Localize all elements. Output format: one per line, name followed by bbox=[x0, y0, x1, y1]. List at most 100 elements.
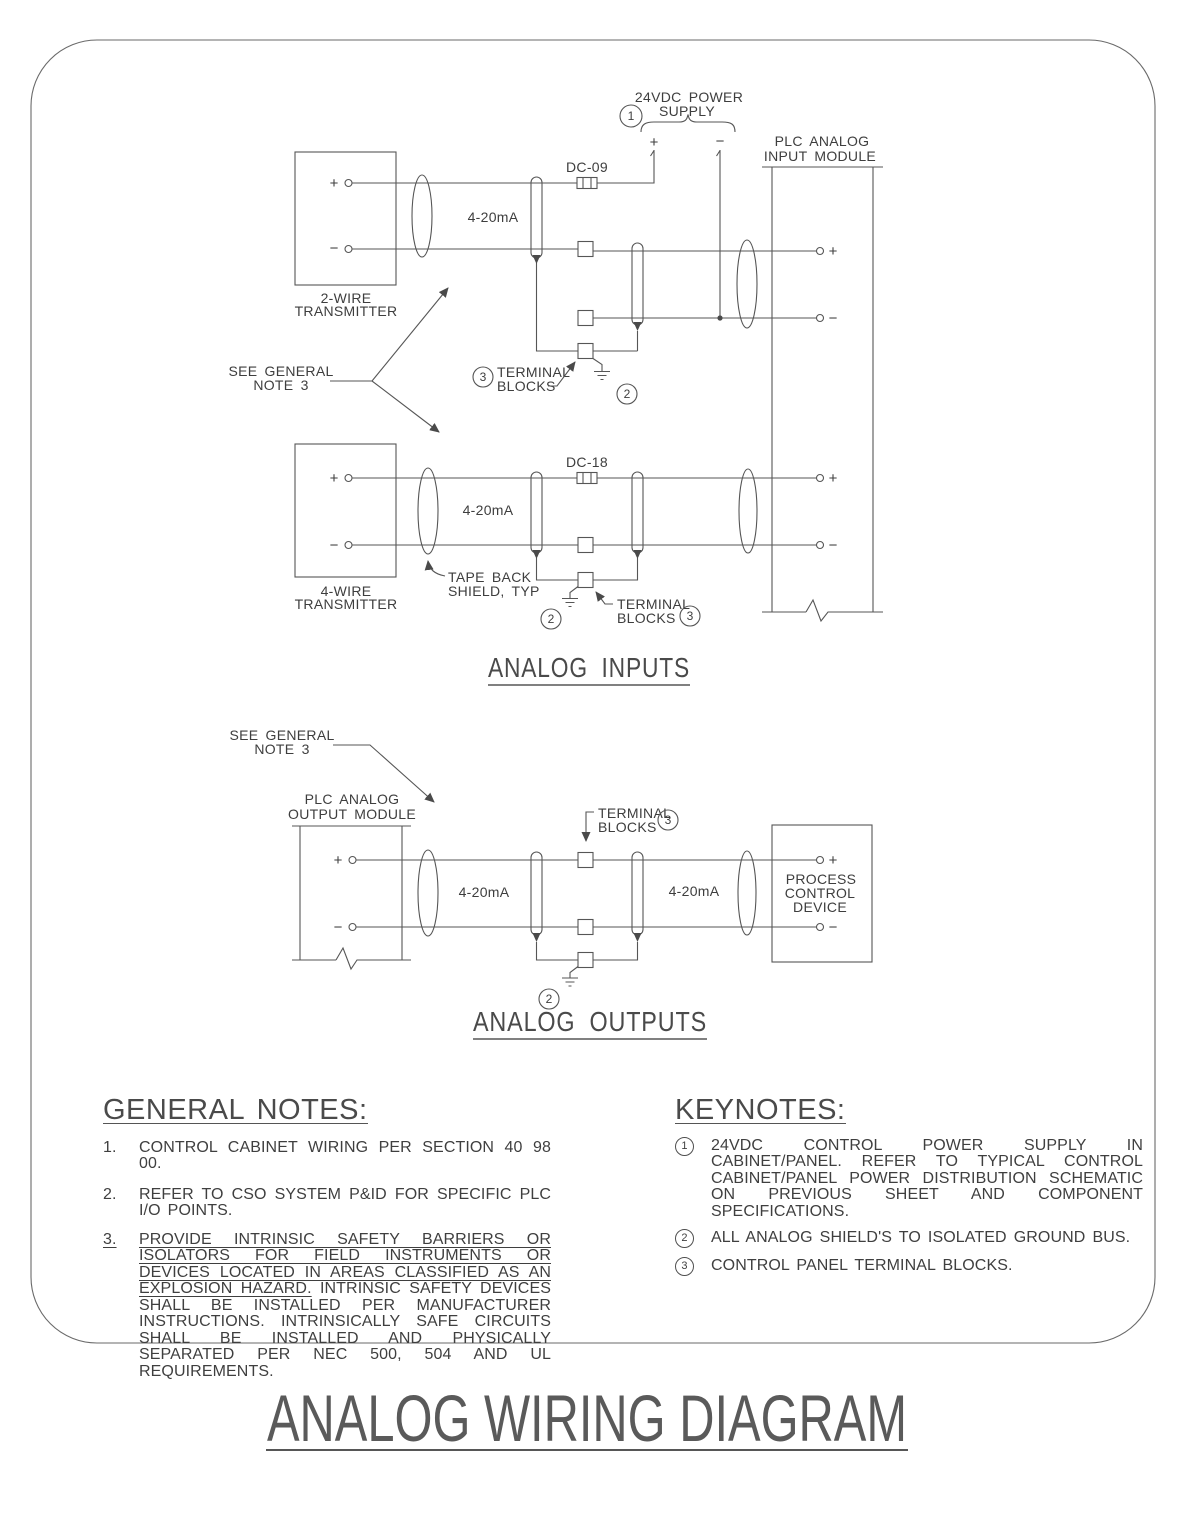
keynote-3-number: 3 bbox=[480, 370, 487, 384]
terminal-blocks-label-1: TERMINAL bbox=[598, 805, 671, 821]
drawing-title: ANALOG WIRING DIAGRAM bbox=[266, 1381, 908, 1455]
keynote-3-bubble: 3 bbox=[675, 1257, 694, 1276]
keynote-text: ALL ANALOG SHIELD'S TO ISOLATED GROUND B… bbox=[711, 1229, 1131, 1246]
cable-shield bbox=[417, 849, 757, 942]
signal-4-20ma: 4-20mA bbox=[459, 884, 510, 900]
keynote-1-bubble: 1 bbox=[675, 1136, 694, 1156]
cable-shield bbox=[411, 174, 758, 331]
keynote-3-number: 3 bbox=[687, 609, 694, 623]
analog-outputs-title: ANALOG OUTPUTS bbox=[473, 1006, 707, 1040]
leader-line bbox=[371, 287, 449, 382]
input2-wires bbox=[352, 477, 817, 581]
general-notes-heading-text: GENERAL NOTES: bbox=[103, 1094, 368, 1126]
terminal-blocks-label-1: TERMINAL bbox=[497, 364, 570, 380]
minus-sign: − bbox=[334, 919, 343, 936]
cable-shield bbox=[417, 467, 758, 559]
note-text: CONTROL CABINET WIRING PER SECTION 40 98… bbox=[139, 1138, 551, 1172]
leader-line bbox=[595, 591, 613, 605]
terminal-blocks-callout-input1: 3 TERMINAL BLOCKS 2 bbox=[472, 361, 638, 405]
plc-output-module-label-2: OUTPUT MODULE bbox=[288, 806, 416, 822]
keynote-text: 24VDC CONTROL POWER SUPPLY IN CABINET/PA… bbox=[711, 1136, 1143, 1220]
keynote-3-number: 3 bbox=[665, 813, 672, 827]
fuse-dc18: DC-18 bbox=[566, 454, 608, 485]
see-note-label-1: SEE GENERAL bbox=[228, 363, 333, 379]
plus-sign: + bbox=[829, 852, 838, 869]
four-wire-transmitter: + − 4-WIRE TRANSMITTER bbox=[294, 443, 397, 612]
power-supply-label-2: SUPPLY bbox=[659, 103, 715, 119]
keynote-3-bubble bbox=[679, 605, 701, 627]
keynote-2-bubble bbox=[616, 383, 638, 405]
terminal-point bbox=[344, 178, 353, 188]
general-note-item: 1. CONTROL CABINET WIRING PER SECTION 40… bbox=[103, 1138, 551, 1173]
note-text: REFER TO CSO SYSTEM P&ID FOR SPECIFIC PL… bbox=[139, 1185, 551, 1219]
analog-inputs-title-text: ANALOG INPUTS bbox=[488, 652, 690, 683]
minus-sign: − bbox=[829, 310, 838, 327]
terminal-point bbox=[815, 246, 825, 256]
note-number: 3. bbox=[103, 1230, 117, 1248]
terminal-point bbox=[815, 313, 825, 323]
note-text: PROVIDE INTRINSIC SAFETY BARRIERS OR ISO… bbox=[139, 1230, 552, 1381]
keynote-2-bubble bbox=[538, 988, 560, 1010]
see-general-note-callout-outputs: SEE GENERAL NOTE 3 bbox=[229, 727, 435, 803]
note-text-underlined: PROVIDE INTRINSIC SAFETY BARRIERS OR ISO… bbox=[139, 1230, 551, 1297]
plc-output-module-label-1: PLC ANALOG bbox=[305, 791, 400, 807]
terminal-point bbox=[815, 473, 825, 483]
leader-line bbox=[371, 380, 440, 433]
keynote-1-number: 1 bbox=[628, 109, 635, 123]
plc-analog-input-module: PLC ANALOG INPUT MODULE + − + − bbox=[762, 133, 883, 623]
see-general-note-callout-inputs: SEE GENERAL NOTE 3 bbox=[228, 287, 449, 433]
minus-sign: − bbox=[829, 919, 838, 936]
sheet-border bbox=[30, 39, 1156, 1344]
note-number: 2. bbox=[103, 1185, 117, 1203]
brace bbox=[640, 114, 736, 133]
analog-inputs-title: ANALOG INPUTS bbox=[488, 652, 690, 686]
plc-input-module-label-1: PLC ANALOG bbox=[775, 133, 870, 149]
leader-line bbox=[333, 744, 435, 803]
plc-analog-output-module: PLC ANALOG OUTPUT MODULE + − bbox=[288, 791, 416, 971]
process-device-label-1: PROCESS bbox=[786, 871, 857, 887]
process-device-label-3: DEVICE bbox=[793, 899, 847, 915]
output-wires bbox=[356, 859, 817, 961]
minus-sign: − bbox=[330, 240, 339, 257]
general-notes-heading: GENERAL NOTES: bbox=[103, 1094, 551, 1126]
terminal-blocks-callout-input2: 2 TERMINAL BLOCKS 3 bbox=[540, 591, 701, 630]
power-supply-label-1: 24VDC POWER bbox=[635, 89, 743, 105]
terminal-blocks-label-1: TERMINAL bbox=[617, 596, 690, 612]
note-text-rest: INTRINSIC SAFETY DEVICES SHALL BE INSTAL… bbox=[139, 1280, 552, 1380]
see-note-label-2: NOTE 3 bbox=[254, 741, 309, 757]
two-wire-transmitter: + − 2-WIRE TRANSMITTER bbox=[294, 151, 397, 319]
keynote-item: 1 24VDC CONTROL POWER SUPPLY IN CABINET/… bbox=[675, 1136, 1143, 1221]
keynotes-heading-text: KEYNOTES: bbox=[675, 1094, 846, 1126]
terminal-blocks-input2 bbox=[577, 536, 594, 589]
power-supply-24vdc: 1 24VDC POWER SUPPLY + − bbox=[619, 89, 743, 151]
four-wire-transmitter-label-1: 4-WIRE bbox=[321, 583, 372, 599]
leader-line bbox=[581, 811, 594, 842]
plus-sign: + bbox=[650, 134, 659, 151]
input1-wires bbox=[352, 150, 817, 352]
tape-back-label-2: SHIELD, TYP bbox=[448, 583, 540, 599]
fuse-dc09-label: DC-09 bbox=[566, 159, 608, 175]
signal-4-20ma: 4-20mA bbox=[669, 883, 720, 899]
plus-sign: + bbox=[330, 175, 339, 192]
tape-back-label-1: TAPE BACK bbox=[448, 569, 532, 585]
drawing-title-text: ANALOG WIRING DIAGRAM bbox=[267, 1381, 907, 1455]
minus-sign: − bbox=[829, 537, 838, 554]
terminal-point bbox=[344, 244, 353, 254]
two-wire-transmitter-label-1: 2-WIRE bbox=[321, 290, 372, 306]
keynote-2-number: 2 bbox=[546, 992, 553, 1006]
keynote-item: 3 CONTROL PANEL TERMINAL BLOCKS. bbox=[675, 1257, 1143, 1276]
terminal-blocks-callout-output: TERMINAL BLOCKS 3 bbox=[581, 805, 679, 842]
process-device-label-2: CONTROL bbox=[785, 885, 856, 901]
keynote-text: CONTROL PANEL TERMINAL BLOCKS. bbox=[711, 1257, 1013, 1274]
keynote-1-bubble bbox=[619, 104, 643, 128]
see-note-label-1: SEE GENERAL bbox=[229, 727, 334, 743]
terminal-point bbox=[815, 855, 825, 865]
minus-sign: − bbox=[330, 537, 339, 554]
ground-symbol: 2 bbox=[538, 966, 579, 1010]
terminal-blocks-label-2: BLOCKS bbox=[497, 378, 556, 394]
general-notes: GENERAL NOTES: 1. CONTROL CABINET WIRING… bbox=[103, 1094, 552, 1381]
terminal-point bbox=[815, 922, 825, 932]
keynote-2-bubble: 2 bbox=[675, 1229, 694, 1248]
terminal-point bbox=[344, 540, 353, 550]
terminal-point bbox=[348, 855, 357, 865]
